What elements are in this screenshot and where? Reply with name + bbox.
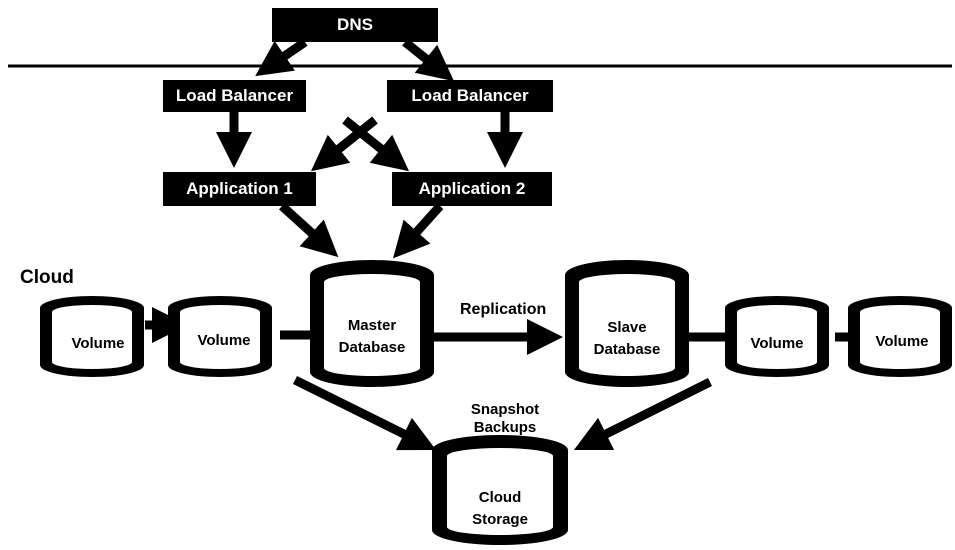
master-db-line1: Master: [348, 317, 397, 334]
slave-db-line2: Database: [594, 341, 661, 358]
volume-1-label: Volume: [71, 335, 124, 352]
arrow-dns-to-lb1: [255, 38, 308, 77]
volume-cylinder-1: Volume: [40, 296, 144, 377]
dns-label: DNS: [337, 15, 373, 34]
volume-cylinder-4: Volume: [848, 296, 952, 377]
arrow-app2-to-master: [392, 202, 444, 259]
dns-box: DNS: [272, 8, 438, 42]
volume-cylinder-2: Volume: [168, 296, 272, 377]
snapshot-label-line1: Snapshot: [471, 401, 539, 418]
arrow-dns-to-lb2: [402, 38, 455, 82]
load-balancer-1-box: Load Balancer: [163, 80, 306, 112]
slave-database-cylinder: Slave Database: [565, 260, 689, 387]
volume-4-label: Volume: [875, 333, 928, 350]
replication-label: Replication: [460, 301, 546, 318]
arrow-cross-to-app1: [310, 116, 378, 172]
cloud-storage-line1: Cloud: [479, 489, 522, 506]
load-balancer-1-label: Load Balancer: [175, 86, 294, 105]
cloud-storage-cylinder: Cloud Storage: [432, 435, 568, 545]
master-database-cylinder: Master Database: [310, 260, 434, 387]
arrow-slave-to-storage: [573, 377, 713, 451]
master-db-line2: Database: [339, 339, 406, 356]
volume-3-label: Volume: [750, 335, 803, 352]
cloud-storage-line2: Storage: [472, 511, 528, 528]
arrow-cross-to-app2: [342, 116, 410, 172]
application-2-label: Application 2: [418, 179, 526, 198]
volume-2-label: Volume: [197, 332, 250, 349]
volume-cylinder-3: Volume: [725, 296, 829, 377]
arrow-app1-to-master: [278, 202, 339, 258]
load-balancer-2-box: Load Balancer: [387, 80, 553, 112]
slave-db-line1: Slave: [607, 319, 646, 336]
application-2-box: Application 2: [392, 172, 552, 206]
cloud-label: Cloud: [20, 267, 74, 288]
load-balancer-2-label: Load Balancer: [411, 86, 529, 105]
application-1-label: Application 1: [186, 179, 293, 198]
arrow-master-to-storage: [293, 375, 437, 451]
snapshot-label-line2: Backups: [474, 419, 537, 436]
application-1-box: Application 1: [163, 172, 316, 206]
